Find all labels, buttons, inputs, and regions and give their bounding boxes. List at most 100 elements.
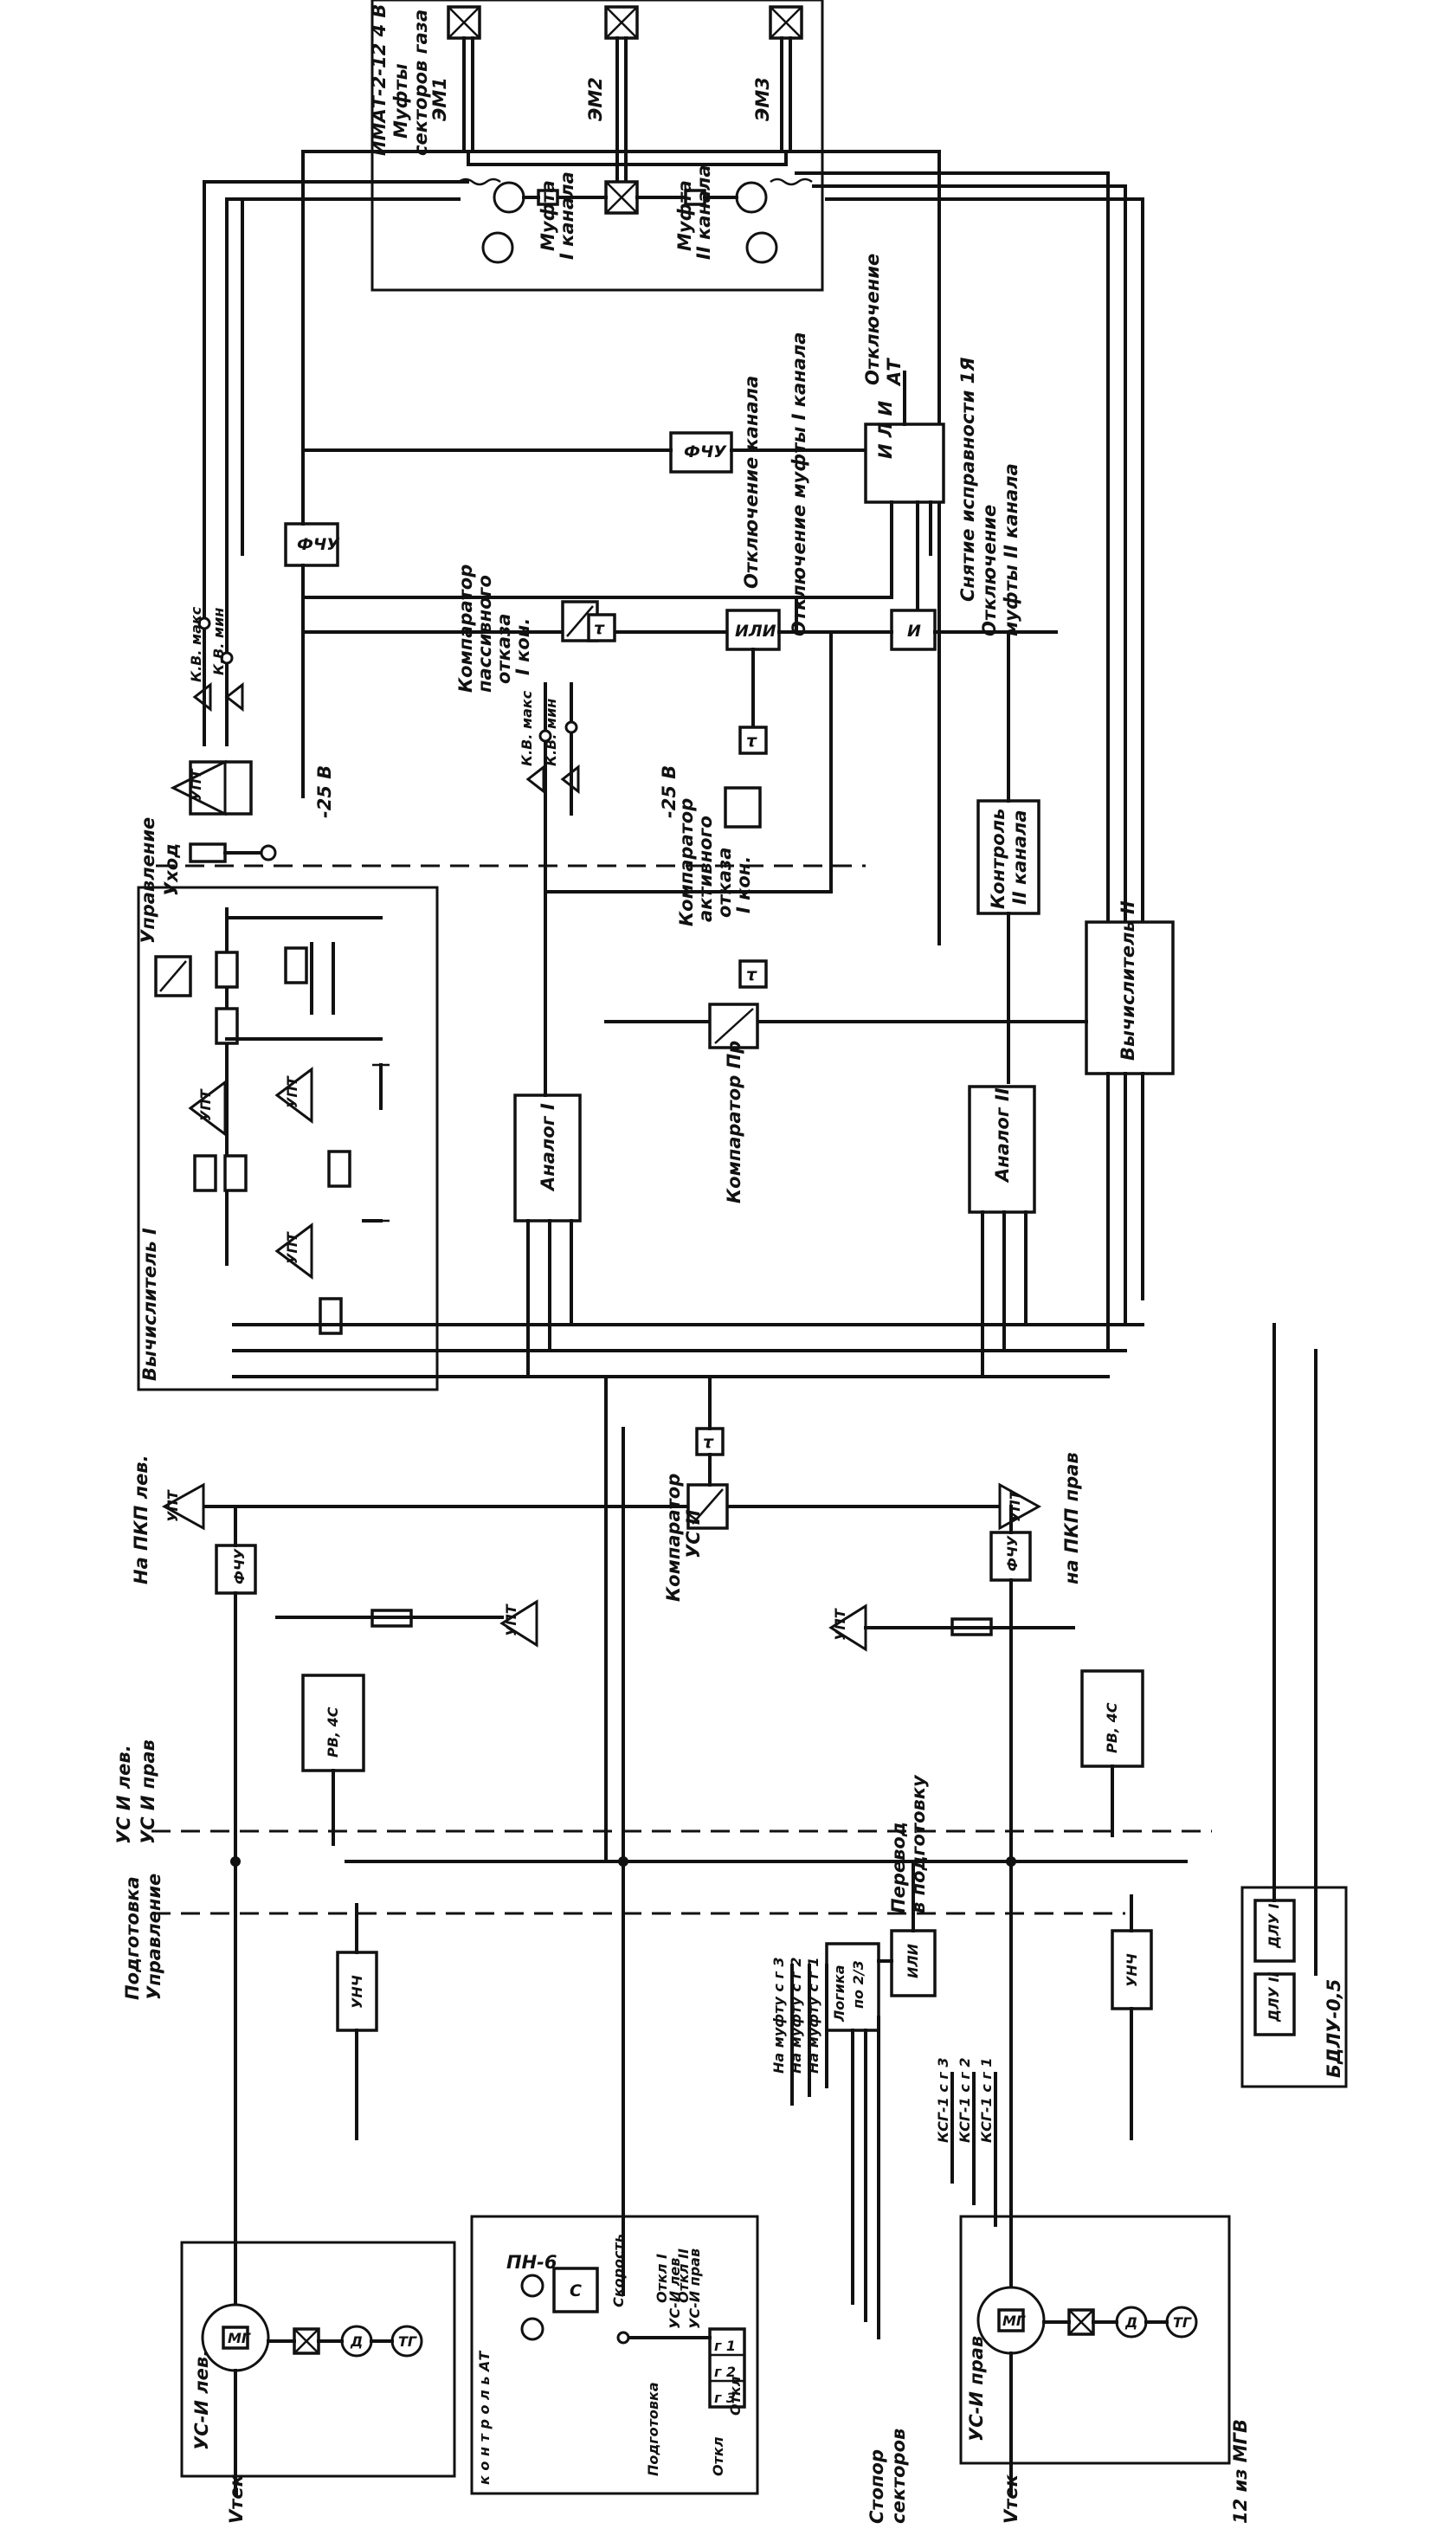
analog1-box: [513, 1094, 582, 1223]
vych2-label: Вычислитель II: [1118, 900, 1138, 1061]
na-muftu-2: На муфту с г 2: [788, 1957, 804, 2074]
upt-2-label: УПТ: [197, 1088, 214, 1121]
pn6-panel: [470, 2215, 759, 2495]
g2-label: г 2: [714, 2364, 736, 2380]
label-mufta1-b: I канала: [557, 171, 577, 260]
upt-amp-3: [274, 1067, 313, 1124]
channel-2-blocks: [604, 630, 1175, 1352]
upt-1-label: УПТ: [188, 768, 204, 801]
rv-4s-2-label: РВ, 4С: [1104, 1702, 1120, 1753]
otkl2-label: Откл II: [675, 2248, 692, 2303]
label-mufta2-b: II канала: [693, 165, 714, 260]
otkl-top-a: Отключение: [862, 254, 883, 385]
kontrol2-a: Контроль: [988, 809, 1008, 909]
upravlenie-top: Управление: [138, 817, 158, 944]
us-i-prav-pn: УС-И прав: [686, 2248, 703, 2329]
logika-a: Логика: [831, 1964, 847, 2023]
sn-isp-label: Снятие исправности 1Я: [957, 358, 978, 602]
lamp-2: [520, 2317, 544, 2341]
komp-us-b: УС И: [683, 1509, 704, 1558]
otkl-kanal-label: Отключение канала: [741, 376, 762, 589]
label-mufta2-a: Муфта: [674, 180, 695, 251]
valve-em1: [769, 5, 803, 153]
passive-comparator-row: [170, 596, 1058, 868]
upt-pkp-right-label: УПТ: [1007, 1489, 1023, 1522]
kv-maks-1: К.В. макс: [188, 606, 204, 682]
unch-1-label: УНЧ: [349, 1975, 365, 2009]
ksg2-label: КСГ-1 с г 2: [957, 2058, 973, 2143]
g3-label: г 3: [714, 2390, 736, 2406]
us-i-prav-box-label: УС-И прав: [966, 2336, 987, 2442]
logika-b: по 2/3: [850, 1960, 867, 2009]
ksg1-label: КСГ-1 с г 1: [978, 2058, 995, 2143]
label-immt-sub1: Муфты: [390, 63, 411, 139]
tau-box-1: [587, 613, 616, 642]
d-label-1: Д: [350, 2333, 363, 2350]
label-em3: ЭМ3: [752, 77, 773, 121]
fchu-left-mid-label: ФЧУ: [231, 1548, 248, 1584]
stopor-a: Стопор: [867, 2449, 887, 2524]
upravlenie-mid: Управление: [144, 1874, 164, 2000]
us-i-lev-block: [180, 2241, 456, 2495]
i-box-1: [890, 609, 937, 651]
ksg3-label: КСГ-1 с г 3: [935, 2058, 951, 2143]
upt-amp-1: [170, 759, 227, 816]
motor-d-2: [735, 181, 768, 214]
otkl-g-label: Откл: [727, 2376, 744, 2416]
fchu-right-mid-label: ФЧУ: [1004, 1535, 1021, 1571]
generator-g-1: [481, 231, 514, 264]
tau-1-label: τ: [594, 619, 605, 638]
ili-logic-label: И Л И: [875, 400, 896, 459]
mg-label-2: МГ: [1002, 2313, 1026, 2329]
podgotovka-top: Подготовка: [122, 1876, 143, 2000]
lamp-1: [520, 2274, 544, 2298]
upt-3-label: УПТ: [284, 1075, 300, 1108]
ili-box-1: [725, 609, 781, 651]
na-pkp-prav: на ПКП прав: [1061, 1452, 1082, 1584]
valve-em3: [447, 5, 481, 153]
tau-3-label: τ: [746, 965, 757, 984]
tau-box-3: [738, 959, 768, 989]
active-comparator-box: [724, 786, 762, 829]
dlu2-box: [1253, 1972, 1296, 2036]
bus-lines: [203, 150, 1144, 945]
na-muftu-3: На муфту с г 3: [770, 1957, 787, 2074]
skorost-label: Скорость: [610, 2234, 627, 2307]
fchu-top-label: ФЧУ: [684, 442, 727, 461]
label-mufta1-a: Муфта: [538, 180, 558, 251]
podgotovka-pn: Подготовка: [645, 2382, 661, 2476]
fchu-top-box: [669, 431, 733, 474]
komp-pass-a: Компаратор: [455, 565, 476, 693]
vych2-box: [1085, 920, 1175, 1075]
bdlu-label: БДЛУ-0,5: [1324, 1979, 1344, 2078]
label-immt-title: ИМАТ-2-12 4 В: [369, 3, 390, 156]
komp-akt-b: активного: [695, 816, 716, 922]
rv-4s-2: [1080, 1669, 1144, 1768]
tau-2-label: τ: [746, 732, 757, 751]
dlu1-label: ДЛУ I: [1266, 1904, 1282, 1949]
upt-pkp-left-label: УПТ: [164, 1489, 181, 1522]
kontrol2-b: II канала: [1009, 810, 1030, 905]
otkl-pn: Откл: [710, 2436, 726, 2476]
us-i-prav-block: [959, 2215, 1231, 2495]
imat-block: [370, 0, 824, 292]
otkl-top-b: АТ: [884, 358, 905, 387]
kv-min-1: К.В. мин: [210, 608, 227, 675]
active-comparator: [544, 630, 833, 1075]
komp-pass-b: пассивного: [474, 575, 495, 693]
us-i-lev-box-label: УС-И лев.: [191, 2350, 212, 2450]
us-i-lev-top: УС И лев.: [113, 1745, 134, 1844]
motor-d-1: [493, 181, 525, 214]
na-muftu-1: На муфту с г 1: [805, 1957, 821, 2074]
g1-label: г 1: [714, 2338, 736, 2354]
kontrol-vert: к о н т р о л ь АТ: [476, 2351, 493, 2485]
ili-2-box: [890, 1929, 937, 1997]
diode-2: [224, 681, 244, 713]
label-em2: ЭМ2: [585, 77, 606, 121]
upt-mid-2-label: УПТ: [832, 1608, 848, 1641]
d-label-2: Д: [1124, 2314, 1137, 2331]
us-i-prav-top: УС И прав: [138, 1739, 158, 1844]
mg-label-1: МГ: [228, 2330, 251, 2346]
upt-pkp-left: [161, 1482, 205, 1531]
